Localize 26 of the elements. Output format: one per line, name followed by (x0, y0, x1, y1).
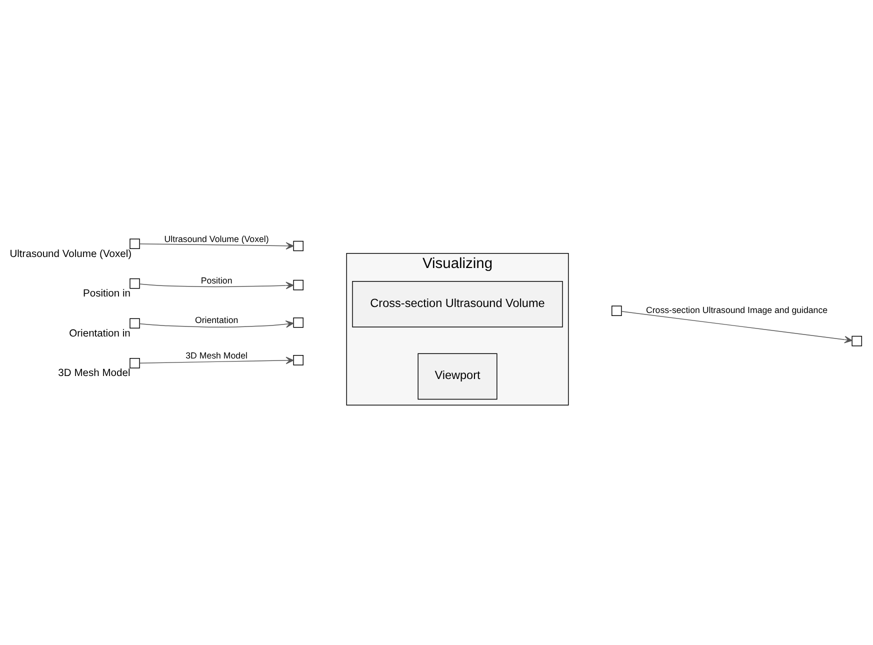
node-box (130, 318, 140, 328)
arrow (139, 320, 294, 328)
node-box (852, 335, 862, 346)
edge-label: Cross-section Ultrasound Image and guidance (646, 304, 828, 314)
arrow (139, 281, 294, 289)
edge-label: Orientation (194, 314, 238, 325)
node-box (293, 240, 304, 251)
edge-label: Position (200, 274, 232, 285)
node-box (130, 238, 140, 248)
arrow (139, 356, 294, 364)
edge-label: 3D Mesh Model (186, 350, 248, 360)
node-label: Position in (83, 288, 131, 300)
node-box (612, 305, 622, 316)
node-label: 3D Mesh Model (58, 368, 130, 379)
node-box (130, 358, 140, 368)
node-box (293, 354, 304, 365)
node-box: Viewport (418, 352, 498, 400)
node-box (293, 279, 304, 290)
node-box: Cross-section Ultrasound Volume (352, 280, 563, 327)
edge-label: Ultrasound Volume (Voxel) (164, 234, 269, 244)
node-box (293, 316, 304, 328)
node-label: Orientation in (69, 328, 130, 339)
arrow (139, 242, 294, 250)
node-box (130, 278, 140, 288)
arrow (621, 310, 852, 343)
node-label: Ultrasound Volume (Voxel) (10, 248, 132, 260)
